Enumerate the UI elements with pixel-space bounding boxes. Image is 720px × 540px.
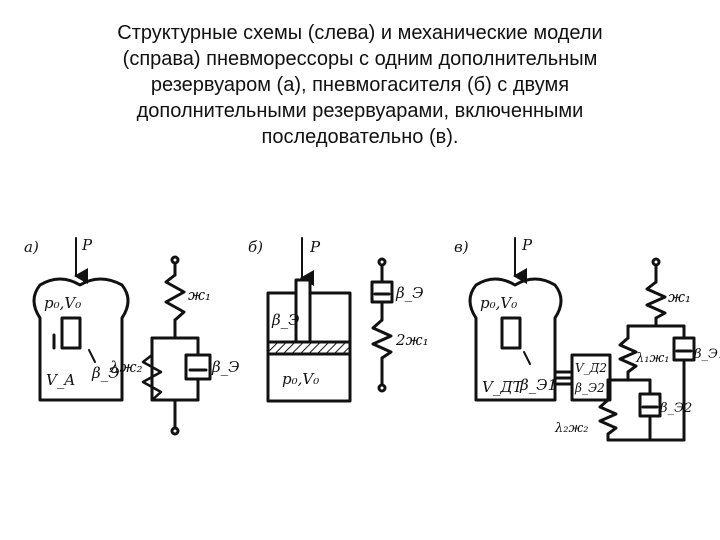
label-c-damper2: β_Э2 bbox=[659, 401, 692, 416]
label-c-damper1: β_Э1 bbox=[693, 347, 720, 362]
label-b-tag: б) bbox=[248, 238, 263, 256]
label-a-spring-mid: λж₂ bbox=[109, 358, 143, 376]
title-line-4: дополнительными резервуарами, включенным… bbox=[136, 100, 584, 122]
label-c-beta1: β_Э1 bbox=[519, 376, 557, 394]
title-line-3: резервуаром (а), пневмогасителя (б) с дв… bbox=[150, 74, 570, 96]
label-a-reservoir: V_A bbox=[46, 371, 75, 389]
label-c-reservoir1: V_ДТ bbox=[482, 378, 524, 396]
label-a-beta: β_Э bbox=[91, 364, 120, 382]
label-c-tag: в) bbox=[454, 238, 469, 256]
label-b-beta-inner: β_Э bbox=[271, 311, 300, 329]
diagram-b-mechanical bbox=[370, 257, 394, 393]
diagram-b-structural bbox=[266, 237, 352, 403]
label-c-spring-low: λ₂ж₂ bbox=[554, 421, 588, 436]
label-a-tag: а) bbox=[24, 238, 39, 256]
label-c-chamber: p₀,V₀ bbox=[480, 294, 517, 312]
label-c-spring-mid: λ₁ж₁ bbox=[635, 351, 669, 366]
schemes-figure: а) P p₀,V₀ V_A β_Э ж₁ λж₂ β_Э б) P β_Э p… bbox=[24, 236, 720, 442]
label-b-damper: β_Э bbox=[395, 284, 424, 302]
title-line-1: Структурные схемы (слева) и механические… bbox=[117, 22, 603, 44]
label-c-beta2: β_Э2 bbox=[574, 381, 605, 395]
label-c-force: P bbox=[521, 236, 533, 254]
diagram-c-structural bbox=[468, 237, 612, 402]
diagram-a-mechanical bbox=[141, 255, 212, 436]
label-a-force: P bbox=[81, 236, 93, 254]
label-a-spring-top: ж₁ bbox=[188, 286, 211, 304]
label-b-force: P bbox=[309, 238, 321, 256]
title-line-5: последовательно (в). bbox=[261, 126, 459, 148]
slide-title: Структурные схемы (слева) и механические… bbox=[40, 20, 680, 150]
label-a-chamber: p₀,V₀ bbox=[44, 294, 81, 312]
label-b-chamber: p₀,V₀ bbox=[282, 370, 319, 388]
diagram-a-structural bbox=[32, 237, 130, 402]
label-c-reservoir2: V_Д2 bbox=[575, 361, 607, 375]
title-line-2: (справа) пневморессоры с одним дополните… bbox=[122, 48, 598, 70]
label-c-spring-top: ж₁ bbox=[668, 288, 691, 306]
diagram-c-mechanical bbox=[598, 257, 696, 442]
label-a-damper: β_Э bbox=[211, 358, 240, 376]
label-b-spring: 2ж₁ bbox=[395, 331, 429, 349]
